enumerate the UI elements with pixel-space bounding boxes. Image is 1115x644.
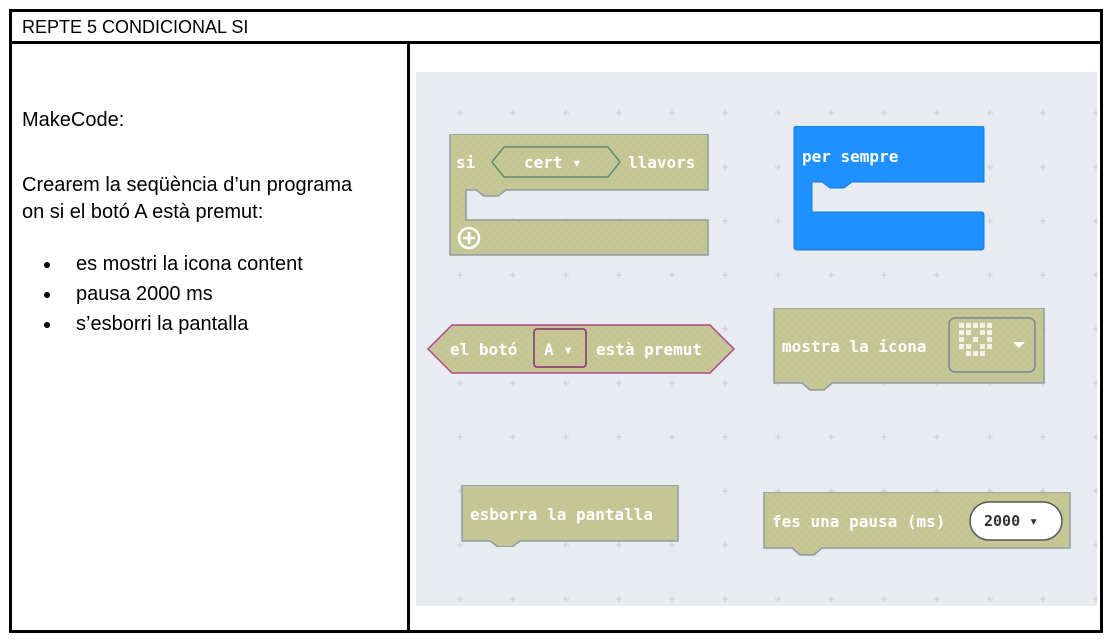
show-icon-shape	[773, 308, 1045, 391]
pause-shape	[763, 492, 1071, 556]
button-dropdown[interactable]: A ▾	[544, 340, 573, 359]
intro-line-2: on si el botó A està premut:	[22, 201, 264, 223]
makecode-workspace: si cert ▾ llavors per sempre el botó A ▾…	[416, 72, 1097, 606]
show-icon-label: mostra la icona	[782, 337, 927, 356]
button-pressed-block[interactable]: el botó A ▾ està premut	[426, 324, 738, 376]
list-item: s’esborri la pantalla	[62, 309, 303, 339]
button-prefix-label: el botó	[450, 340, 518, 359]
button-pressed-shape	[426, 324, 736, 374]
page-title: REPTE 5 CONDICIONAL SI	[22, 17, 249, 37]
if-block-shape	[449, 134, 709, 256]
condition-dropdown[interactable]: cert ▾	[524, 153, 582, 172]
then-label: llavors	[628, 153, 696, 172]
task-list: es mostri la icona content pausa 2000 ms…	[42, 249, 303, 339]
pause-duration-input[interactable]: 2000 ▾	[984, 512, 1039, 530]
button-suffix-label: està premut	[596, 340, 702, 359]
forever-block[interactable]: per sempre	[792, 126, 986, 252]
list-item: es mostri la icona content	[62, 249, 303, 279]
if-block[interactable]: si cert ▾ llavors	[446, 134, 711, 270]
show-icon-block[interactable]: mostra la icona	[772, 308, 1046, 394]
list-item: pausa 2000 ms	[62, 279, 303, 309]
if-label: si	[456, 153, 476, 172]
forever-block-shape	[793, 126, 985, 251]
instructions-cell: MakeCode: Crearem la seqüència d’un prog…	[12, 44, 410, 630]
table-header: REPTE 5 CONDICIONAL SI	[12, 12, 1100, 44]
pause-block[interactable]: fes una pausa (ms) 2000 ▾	[762, 492, 1072, 562]
forever-label: per sempre	[802, 147, 899, 166]
makecode-heading: MakeCode:	[22, 109, 125, 131]
clear-screen-block[interactable]: esborra la pantalla	[460, 485, 682, 547]
pause-label: fes una pausa (ms)	[772, 512, 946, 531]
document-table: REPTE 5 CONDICIONAL SI MakeCode: Crearem…	[9, 9, 1103, 633]
clear-screen-shape	[461, 485, 679, 547]
clear-screen-label: esborra la pantalla	[470, 505, 654, 524]
intro-line-1: Crearem la seqüència d’un programa	[22, 174, 353, 196]
